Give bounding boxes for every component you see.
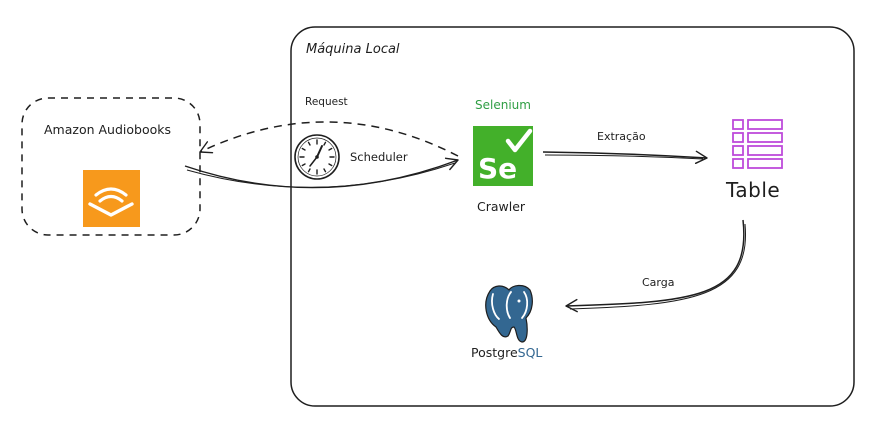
scheduler-label: Scheduler <box>350 150 408 164</box>
selenium-logo-text: Se <box>478 152 517 185</box>
extracao-arrow <box>542 150 708 165</box>
amazon-box <box>21 97 201 236</box>
postgresql-label-main: Postgre <box>471 345 518 360</box>
carga-label: Carga <box>642 276 675 289</box>
table-label: Table <box>726 178 781 202</box>
extracao-label: Extração <box>597 130 646 143</box>
crawler-label: Crawler <box>477 199 526 214</box>
local-machine-box <box>290 26 855 407</box>
extracao-arrow-stroke <box>544 154 704 160</box>
postgresql-elephant-icon <box>485 284 533 343</box>
carga-arrow-stroke <box>569 223 747 310</box>
postgresql-label-sql: SQL <box>517 345 543 360</box>
clock-icon <box>294 134 340 180</box>
carga-arrow <box>565 219 745 313</box>
selenium-logo-icon: Se <box>473 126 533 186</box>
postgresql-label: PostgreSQL <box>471 345 542 360</box>
request-label: Request <box>305 96 348 108</box>
scheduler-arrow-stroke <box>186 162 456 188</box>
amazon-title: Amazon Audiobooks <box>44 122 172 137</box>
audible-logo-icon <box>83 170 140 227</box>
selenium-label: Selenium <box>475 98 531 112</box>
local-machine-title: Máquina Local <box>306 42 400 57</box>
request-arrow <box>199 121 459 157</box>
table-icon <box>732 119 783 169</box>
